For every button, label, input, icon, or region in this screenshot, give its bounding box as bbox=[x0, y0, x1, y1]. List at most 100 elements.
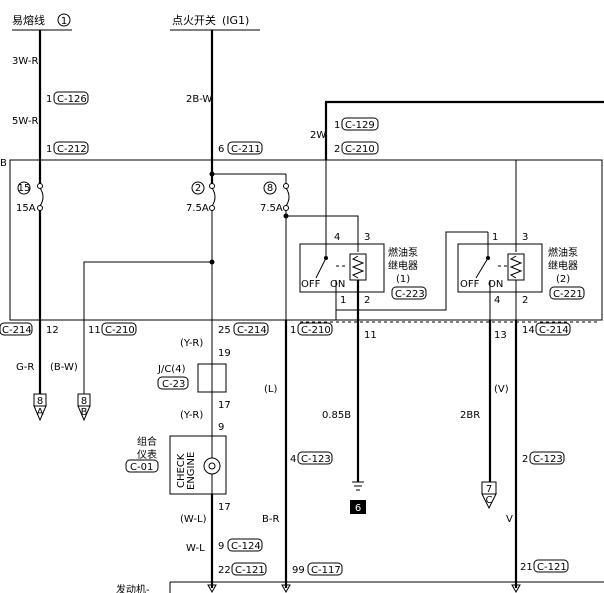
pin-c210-top: 2 bbox=[334, 144, 340, 155]
relay-2-switch-pivot bbox=[486, 256, 490, 260]
pin-c212: 1 bbox=[46, 144, 52, 155]
ref-7c-sub: C bbox=[486, 495, 493, 506]
joint-connector-label: J/C(4) bbox=[157, 364, 186, 375]
fuse-2-terminal-bottom bbox=[209, 205, 215, 211]
pin-c121-right: 21 bbox=[520, 562, 533, 573]
connector-box-c214-right bbox=[535, 322, 571, 336]
wire-label-085b: 0.85B bbox=[322, 410, 351, 421]
connector-box-c123-left bbox=[297, 451, 333, 465]
wire-label-br: B-R bbox=[262, 514, 279, 525]
meter-pin-top: 9 bbox=[218, 422, 224, 433]
fuse-2-terminal-top bbox=[209, 183, 215, 189]
pin-c126: 1 bbox=[46, 94, 52, 105]
connector-box-c121-left bbox=[231, 562, 267, 576]
ref-8b-arrow bbox=[77, 405, 91, 422]
wire-label-l: (L) bbox=[264, 384, 277, 395]
connector-c121-left: C-121 bbox=[235, 565, 265, 576]
connector-c123-left: C-123 bbox=[301, 454, 331, 465]
connector-box-c126 bbox=[53, 91, 89, 105]
relay-2-on: ON bbox=[488, 279, 503, 290]
connector-c212: C-212 bbox=[57, 144, 87, 155]
wire-label-gr: G-R bbox=[16, 362, 34, 373]
pin-c124: 9 bbox=[218, 541, 224, 552]
check-engine-lamp-filament bbox=[208, 462, 216, 470]
connector-c223: C-223 bbox=[395, 289, 425, 300]
connector-box-c210-top bbox=[341, 141, 379, 155]
ref-7c-arrow bbox=[481, 493, 497, 510]
connector-c214-left: C-214 bbox=[2, 325, 32, 336]
pin-c123-right: 2 bbox=[522, 454, 528, 465]
relay-1-pin-2: 2 bbox=[364, 295, 370, 306]
ignition-switch-label: 点火开关 bbox=[172, 13, 216, 27]
relay-1-name-2: 继电器 bbox=[388, 259, 418, 272]
wire-label-5wr: 5W-R bbox=[12, 116, 38, 127]
relay-2-number: (2) bbox=[556, 274, 570, 285]
pin-c210-mid: 1 bbox=[290, 325, 296, 336]
relay-2-name-2: 继电器 bbox=[548, 259, 578, 272]
fuse-15-terminal-top bbox=[37, 183, 43, 189]
wire-label-yr-1: (Y-R) bbox=[180, 338, 203, 349]
connector-box-c214-mid bbox=[233, 322, 269, 336]
fuse-15-terminal-bottom bbox=[37, 205, 43, 211]
connector-box-c121-right bbox=[533, 559, 569, 573]
connector-box-c210-mid bbox=[297, 322, 333, 336]
connector-c01: C-01 bbox=[130, 462, 153, 473]
fuse-8-element bbox=[285, 187, 290, 207]
connector-c221: C-221 bbox=[553, 289, 583, 300]
relay-1-number: (1) bbox=[396, 274, 410, 285]
ref-8a-sub: A bbox=[37, 407, 44, 418]
wire-label-3wr: 3W-R bbox=[12, 56, 38, 67]
ground-point-number: 6 bbox=[355, 503, 361, 514]
relay-1-switch-pivot bbox=[324, 256, 328, 260]
connector-c214-right: C-214 bbox=[539, 325, 569, 336]
relay-1-body bbox=[299, 243, 385, 293]
relay-1-on: ON bbox=[330, 279, 345, 290]
relay-1-switch-arm bbox=[315, 257, 327, 279]
ref-8a-arrow bbox=[33, 405, 47, 422]
relay-1-name-1: 燃油泵 bbox=[388, 246, 418, 259]
fuse-8-rating: 7.5A bbox=[260, 203, 283, 214]
meter-name-1: 组合 bbox=[137, 435, 157, 448]
pin-13: 13 bbox=[494, 330, 507, 341]
pin-c117: 99 bbox=[292, 565, 305, 576]
wire-label-2w: 2W bbox=[310, 130, 326, 141]
connector-box-c01 bbox=[125, 459, 159, 473]
connector-box-c124 bbox=[227, 538, 263, 552]
ref-8a: 8 bbox=[37, 396, 43, 407]
ref-8b: 8 bbox=[81, 396, 87, 407]
connector-c210-top: C-210 bbox=[345, 144, 375, 155]
wire-label-wl-2: W-L bbox=[186, 543, 205, 554]
connector-c214-mid: C-214 bbox=[237, 325, 267, 336]
jc-pin-bottom: 17 bbox=[218, 400, 231, 411]
fuse-15-element bbox=[39, 187, 44, 207]
relay-2-pin-1: 1 bbox=[492, 232, 498, 243]
wire-label-2bw: 2B-W bbox=[186, 94, 212, 105]
connector-c211: C-211 bbox=[231, 144, 261, 155]
relay-2-coil bbox=[509, 255, 523, 279]
connector-box-c221 bbox=[549, 286, 585, 300]
pin-c210-left: 11 bbox=[88, 325, 101, 336]
meter-check-text: CHECK bbox=[176, 453, 187, 488]
ref-8b-sub: B bbox=[81, 407, 88, 418]
wire-label-wl-1: (W-L) bbox=[180, 514, 207, 525]
fuse-2-circle bbox=[191, 181, 205, 195]
connector-box-c129 bbox=[341, 117, 379, 131]
box-label-b: B bbox=[0, 158, 7, 169]
wire-label-v-2: V bbox=[506, 514, 513, 525]
connector-box-c214-left bbox=[0, 322, 33, 336]
relay-2-pin-2: 2 bbox=[522, 295, 528, 306]
terminal-arrow-22 bbox=[207, 584, 217, 593]
connector-box-c223 bbox=[391, 286, 427, 300]
relay-2-off: OFF bbox=[460, 279, 480, 290]
pin-c123-left: 4 bbox=[290, 454, 296, 465]
relay-1-off: OFF bbox=[301, 279, 321, 290]
connector-c23: C-23 bbox=[162, 379, 185, 390]
wire-label-yr-2: (Y-R) bbox=[180, 410, 203, 421]
wire-bw-branch bbox=[83, 261, 212, 320]
pin-c211: 6 bbox=[218, 144, 224, 155]
combination-meter-body bbox=[169, 435, 227, 495]
terminal-arrow-21 bbox=[511, 584, 521, 593]
relay-1-pin-4: 4 bbox=[334, 232, 340, 243]
meter-name-2: 仪表 bbox=[137, 448, 157, 461]
